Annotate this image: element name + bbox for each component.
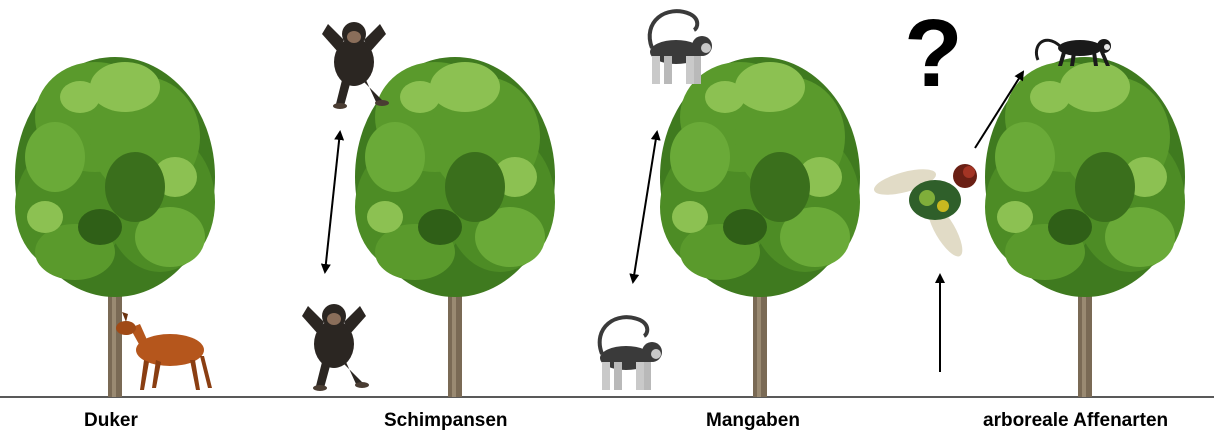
label-arboreale-affenarten: arboreale Affenarten	[983, 410, 1168, 432]
label-schimpansen: Schimpansen	[384, 410, 508, 432]
double-arrow-icon	[325, 132, 340, 272]
chimpanzee-icon	[302, 304, 369, 391]
fly-icon	[872, 164, 977, 261]
double-arrow-icon	[633, 132, 657, 282]
question-mark: ?	[904, 6, 963, 102]
tree-icon	[355, 57, 555, 397]
label-mangaben: Mangaben	[706, 410, 800, 432]
tree-icon	[660, 57, 860, 397]
mangabey-icon	[650, 11, 712, 84]
mangabey-icon	[600, 317, 662, 390]
chimpanzee-icon	[322, 22, 389, 109]
duiker-icon	[116, 312, 212, 390]
label-duker: Duker	[84, 410, 138, 432]
tree-icon	[985, 57, 1185, 397]
